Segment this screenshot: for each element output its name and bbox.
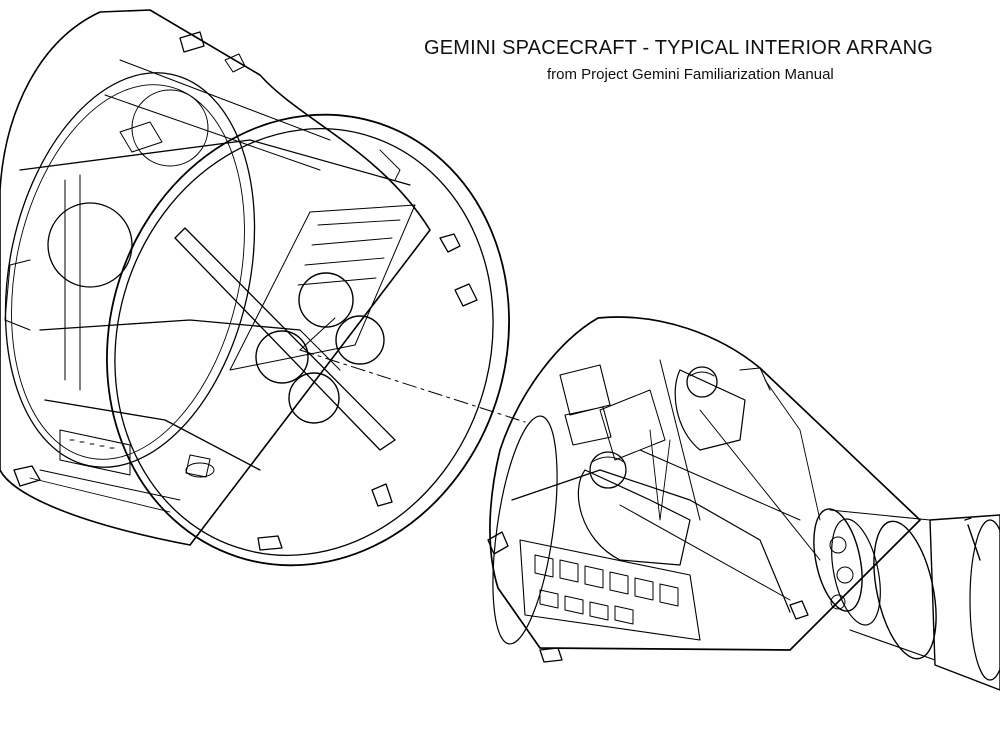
equipment-bay [520,540,700,640]
astronaut-helmet-left [590,452,626,488]
thruster-5 [14,466,40,486]
rcs-section-ring-1 [806,505,871,616]
separation-dash-line [300,350,525,422]
adapter-section [0,10,567,618]
adapter-outer-shell [0,10,430,545]
thruster-1 [440,234,460,252]
thruster-4 [258,536,282,550]
thruster-6 [180,32,204,52]
cutaway-edge [512,470,790,612]
tank-sphere-4 [289,373,339,423]
diagram-subtitle: from Project Gemini Familiarization Manu… [547,66,834,83]
astronaut-helmet-right [687,367,717,397]
tank-sphere-3 [256,331,308,383]
heat-shield-rim [481,412,568,648]
reentry-module [481,317,1000,690]
nose-section [930,515,1000,690]
adapter-forward-ring [0,49,289,490]
crew-seat-right [675,370,745,450]
adapter-aft-ring-inner [60,79,547,605]
adapter-equipment-frame [175,228,395,450]
adapter-aft-ring-outer [49,62,567,618]
tank-sphere-2 [336,316,384,364]
cabin-thruster-3 [790,601,808,619]
tank-sphere-1 [299,273,353,327]
diagram-title: GEMINI SPACECRAFT - TYPICAL INTERIOR ARR… [424,37,934,59]
adapter-tank-left [48,203,132,287]
antenna [965,518,980,560]
thruster-2 [455,284,477,306]
cabin-thruster-2 [540,648,562,662]
cabin-thruster-1 [488,532,508,554]
crew-seat-left [578,470,690,565]
thruster-3 [372,484,392,506]
